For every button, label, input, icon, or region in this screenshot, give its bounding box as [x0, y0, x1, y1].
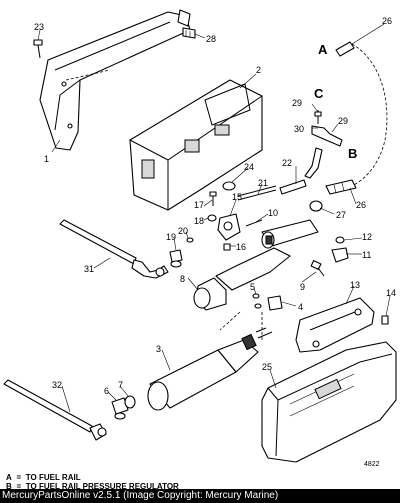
part-14-screw[interactable] — [381, 315, 389, 325]
callout-3: 3 — [156, 344, 161, 354]
letter-callout-c: C — [314, 86, 324, 101]
part-26-fuel-line-upper[interactable] — [335, 41, 388, 187]
callout-leader-lines — [37, 23, 391, 413]
callout-9: 9 — [300, 282, 305, 292]
part-27-fitting[interactable] — [309, 200, 323, 212]
part-10-pin[interactable] — [245, 219, 263, 227]
part-13-bracket[interactable] — [295, 297, 375, 353]
legend: A=TO FUEL RAIL B=TO FUEL RAIL PRESSURE R… — [6, 473, 396, 491]
callout-17: 17 — [194, 200, 204, 210]
part-32-fuel-tube[interactable] — [3, 379, 107, 441]
assembly-lines — [219, 311, 263, 340]
legend-text-a: TO FUEL RAIL — [25, 473, 81, 482]
callout-12: 12 — [362, 232, 372, 242]
callout-28: 28 — [206, 34, 216, 44]
part-7-o-ring[interactable] — [124, 395, 136, 409]
callout-22: 22 — [282, 158, 292, 168]
part-24-grommet[interactable] — [222, 181, 236, 191]
letter-callout-a: A — [318, 42, 328, 57]
part-1-mounting-bracket[interactable] — [39, 9, 191, 151]
callout-6: 6 — [104, 386, 109, 396]
callout-18: 18 — [194, 216, 204, 226]
legend-row-a: A=TO FUEL RAIL — [6, 473, 81, 482]
callout-32: 32 — [52, 380, 62, 390]
callout-1: 1 — [44, 154, 49, 164]
part-4-fitting[interactable] — [267, 295, 283, 311]
callout-labels: 1 2 3 4 5 6 7 8 9 10 11 12 13 14 15 16 1… — [34, 16, 396, 396]
callout-31: 31 — [84, 264, 94, 274]
part-20-washer[interactable] — [186, 237, 194, 243]
callout-13: 13 — [350, 280, 360, 290]
part-9-screw[interactable] — [310, 260, 325, 277]
callout-30: 30 — [294, 124, 304, 134]
copyright-footer: MercuryPartsOnline v2.5.1 (Image Copyrig… — [0, 489, 400, 503]
callout-4: 4 — [298, 302, 303, 312]
part-10-filter-housing[interactable] — [261, 219, 319, 249]
callout-19: 19 — [166, 232, 176, 242]
part-8-bracket-assembly[interactable] — [193, 247, 291, 311]
part-31-fuel-tube[interactable] — [59, 219, 169, 279]
callout-27: 27 — [336, 210, 346, 220]
callout-7: 7 — [118, 380, 123, 390]
callout-5: 5 — [250, 282, 255, 292]
callout-14: 14 — [386, 288, 396, 298]
part-23-screw[interactable] — [33, 39, 43, 59]
part-25-reservoir[interactable] — [261, 341, 397, 463]
callout-26-lower: 26 — [356, 200, 366, 210]
callout-26-upper: 26 — [382, 16, 392, 26]
part-28-clip[interactable] — [182, 27, 196, 39]
letter-callout-b: B — [348, 146, 357, 161]
callout-29-left: 29 — [292, 98, 302, 108]
part-22-tube[interactable] — [279, 179, 307, 195]
callout-23: 23 — [34, 22, 44, 32]
part-2-mount-bracket[interactable] — [129, 79, 263, 211]
callout-10: 10 — [268, 208, 278, 218]
part-26-fuel-line-lower[interactable] — [325, 179, 357, 195]
part-11-elbow[interactable] — [331, 247, 349, 263]
callout-24: 24 — [244, 162, 254, 172]
callout-8: 8 — [180, 274, 185, 284]
callout-2: 2 — [256, 65, 261, 75]
callout-29-right: 29 — [338, 116, 348, 126]
part-16-nut[interactable] — [223, 243, 231, 251]
part-18-washer[interactable] — [207, 214, 217, 222]
letter-callouts: A B C — [314, 42, 357, 161]
part-17-screw[interactable] — [209, 191, 217, 206]
callout-16: 16 — [236, 242, 246, 252]
part-15-clamp[interactable] — [217, 213, 241, 241]
part-21-rod[interactable] — [237, 185, 277, 201]
legend-key-a: A — [6, 473, 12, 482]
figure-number: 4822 — [364, 461, 380, 468]
callout-11: 11 — [362, 250, 371, 260]
part-19-fitting[interactable] — [169, 249, 183, 268]
part-12-o-ring[interactable] — [335, 236, 345, 244]
legend-text-b: TO FUEL RAIL PRESSURE REGULATOR — [25, 482, 179, 491]
part-6-fitting[interactable] — [111, 397, 129, 420]
part-3-fuel-pump[interactable] — [147, 327, 273, 411]
callout-21: 21 — [258, 178, 268, 188]
callout-15: 15 — [232, 192, 242, 202]
part-5-o-rings[interactable] — [252, 293, 262, 309]
callout-20: 20 — [178, 226, 188, 236]
legend-row-b: B=TO FUEL RAIL PRESSURE REGULATOR — [6, 482, 179, 491]
callout-25: 25 — [262, 362, 272, 372]
legend-key-b: B — [6, 482, 12, 491]
part-29-30-tube-fittings[interactable] — [304, 110, 343, 179]
